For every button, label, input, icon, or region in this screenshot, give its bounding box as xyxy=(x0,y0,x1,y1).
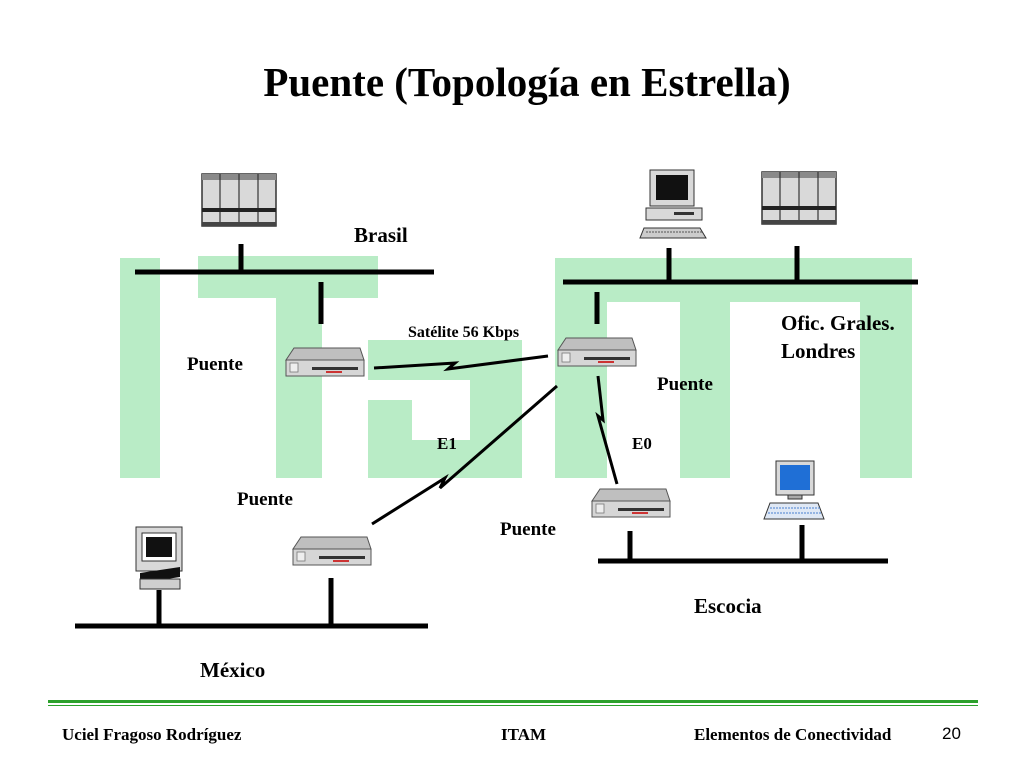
wan-links xyxy=(371,354,619,526)
label-link-satellite: Satélite 56 Kbps xyxy=(408,324,520,341)
bridge-escocia xyxy=(591,488,671,518)
label-brasil: Brasil xyxy=(354,223,408,247)
footer-topic: Elementos de Conectividad xyxy=(694,725,892,744)
bridge-mexico xyxy=(292,536,372,566)
terminal-icon xyxy=(763,460,825,520)
slide-title: Puente (Topología en Estrella) xyxy=(263,59,791,105)
footer-divider-thin xyxy=(48,705,978,706)
footer-author: Uciel Fragoso Rodríguez xyxy=(62,725,242,744)
label-bridge-brasil: Puente xyxy=(187,354,243,375)
page-number: 20 xyxy=(942,724,961,743)
label-escocia: Escocia xyxy=(694,594,762,618)
label-bridge-londres: Puente xyxy=(657,374,713,395)
bridge-brasil xyxy=(285,347,365,377)
label-bridge-mexico: Puente xyxy=(237,489,293,510)
bridge-londres xyxy=(557,337,637,367)
label-londres: Ofic. Grales. Londres xyxy=(781,309,895,365)
network-segments xyxy=(75,244,918,629)
footer-institution: ITAM xyxy=(501,725,547,744)
label-mexico: México xyxy=(200,658,266,682)
terminal-icon xyxy=(135,526,183,590)
label-link-e0: E0 xyxy=(632,434,652,453)
label-londres-line1: Ofic. Grales. xyxy=(781,311,895,335)
label-londres-line2: Londres xyxy=(781,339,856,363)
server-londres xyxy=(761,171,837,225)
footer-divider xyxy=(48,700,978,703)
desktop-computer-icon xyxy=(639,169,707,239)
server-brasil xyxy=(201,173,277,227)
label-link-e1: E1 xyxy=(437,434,457,453)
label-bridge-escocia: Puente xyxy=(500,519,556,540)
